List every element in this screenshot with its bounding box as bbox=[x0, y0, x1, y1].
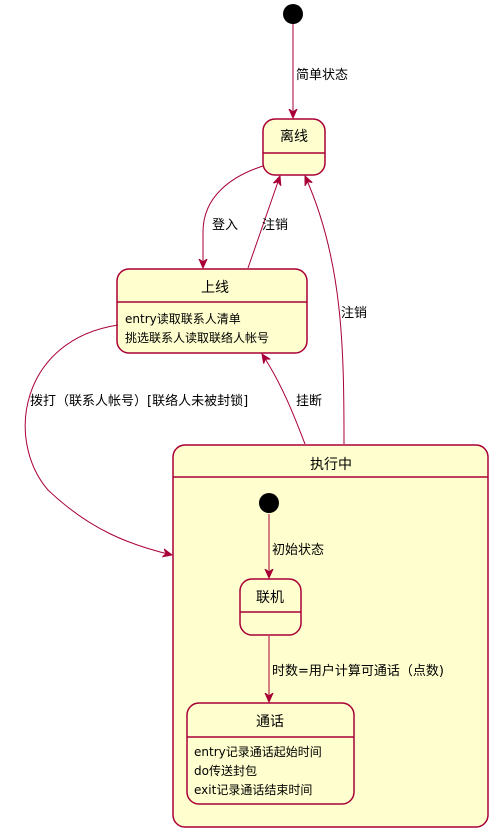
edge-running-to-online bbox=[262, 354, 306, 445]
state-offline-name: 离线 bbox=[280, 128, 308, 145]
edge-online-to-running bbox=[24, 324, 172, 555]
label-running-to-online: 挂断 bbox=[296, 394, 322, 409]
label-connected-to-calling: 时数=用户计算可通话（点数) bbox=[272, 663, 444, 679]
label-inner-start-to-connected: 初始状态 bbox=[272, 543, 324, 558]
state-running-name: 执行中 bbox=[310, 457, 352, 473]
label-online-to-running: 拨打（联系人帐号）[联络人未被封锁] bbox=[30, 393, 248, 409]
edge-offline-to-online bbox=[203, 165, 264, 268]
edge-online-to-offline bbox=[247, 176, 280, 269]
initial-node bbox=[283, 4, 303, 24]
edge-running-to-offline bbox=[305, 176, 345, 445]
state-calling-name: 通话 bbox=[256, 714, 284, 730]
label-online-to-offline: 注销 bbox=[262, 218, 288, 233]
inner-initial-node bbox=[259, 493, 279, 513]
state-offline: 离线 bbox=[262, 118, 326, 176]
label-offline-to-online: 登入 bbox=[212, 218, 238, 233]
state-connected: 联机 bbox=[239, 578, 302, 636]
state-online-activity: entry读取联系人清单 bbox=[125, 312, 241, 326]
state-connected-name: 联机 bbox=[256, 590, 284, 606]
state-calling-activity: exit记录通话结束时间 bbox=[194, 783, 312, 797]
state-calling-activity: entry记录通话起始时间 bbox=[194, 745, 322, 759]
state-calling-activity: do传送封包 bbox=[194, 763, 257, 778]
state-online-name: 上线 bbox=[201, 280, 229, 296]
label-start-to-offline: 简单状态 bbox=[296, 67, 348, 83]
state-calling: 通话 entry记录通话起始时间 do传送封包 exit记录通话结束时间 bbox=[186, 702, 355, 805]
label-running-to-offline: 注销 bbox=[341, 306, 367, 321]
state-online-activity: 挑选联系人读取联络人帐号 bbox=[125, 330, 269, 345]
state-online: 上线 entry读取联系人清单 挑选联系人读取联络人帐号 bbox=[116, 268, 308, 354]
